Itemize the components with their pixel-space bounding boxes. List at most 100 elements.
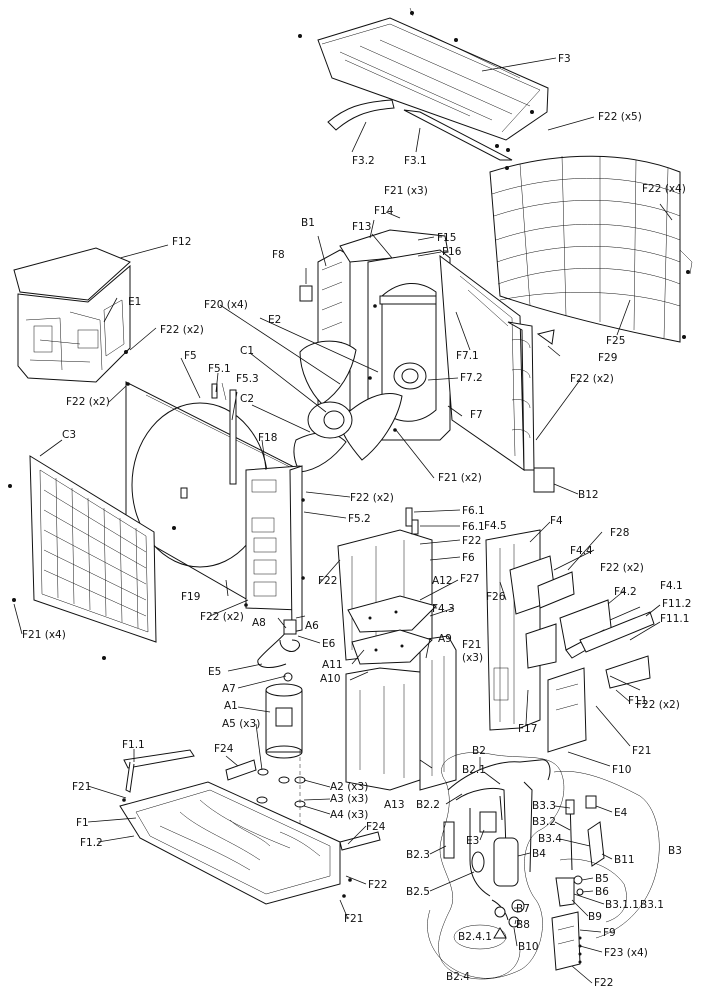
label-F22-x2-b: F22 (x2) <box>570 373 614 385</box>
fan-propeller <box>293 340 403 473</box>
label-F4.4: F4.4 <box>570 545 593 557</box>
label-B2.4: B2.4 <box>446 971 470 983</box>
label-F26: F26 <box>486 591 506 603</box>
label-F25: F25 <box>606 335 625 347</box>
label-F14: F14 <box>374 205 394 217</box>
top-cover-panel <box>298 7 549 161</box>
label-F22-x2-c: F22 (x2) <box>66 396 110 408</box>
label-F21-c: F21 <box>72 781 91 793</box>
label-E5: E5 <box>208 666 221 678</box>
label-E1: E1 <box>128 296 141 308</box>
label-F8: F8 <box>272 249 285 261</box>
label-F22-b: F22 <box>318 575 337 587</box>
label-F22-d: F22 <box>594 977 613 989</box>
label-F6: F6 <box>462 552 475 564</box>
label-F10: F10 <box>612 764 631 776</box>
label-F11.1: F11.1 <box>660 613 689 625</box>
label-A4-x3: A4 (x3) <box>330 809 368 821</box>
label-F21-b: F21 <box>632 745 651 757</box>
label-F5.1: F5.1 <box>208 363 231 375</box>
label-F7.2: F7.2 <box>460 372 483 384</box>
label-B8: B8 <box>516 919 530 931</box>
label-F22-a: F22 <box>462 535 481 547</box>
label-F4.3: F4.3 <box>432 603 455 615</box>
label-F21-a: F21 <box>462 639 481 651</box>
warning-triangle-icon <box>453 924 507 950</box>
label-E6: E6 <box>322 638 336 650</box>
label-B6: B6 <box>595 886 609 898</box>
label-B2: B2 <box>472 745 486 757</box>
label-A7: A7 <box>222 683 236 695</box>
label-B2.1: B2.1 <box>462 764 486 776</box>
label-F17: F17 <box>518 723 537 735</box>
label-B1: B1 <box>301 217 315 229</box>
label-B11: B11 <box>614 854 635 866</box>
label-F18: F18 <box>258 432 277 444</box>
label-F16: F16 <box>442 246 462 258</box>
label-A13: A13 <box>384 799 405 811</box>
label-F11: F11 <box>628 695 647 707</box>
compressor-enclosure <box>345 595 457 791</box>
label-F22-x2-d: F22 (x2) <box>350 492 394 504</box>
label-E4: E4 <box>614 807 628 819</box>
label-F28: F28 <box>610 527 629 539</box>
label-B12: B12 <box>578 489 599 501</box>
label-C3: C3 <box>62 429 76 441</box>
label-F15: F15 <box>437 232 456 244</box>
label-F1: F1 <box>76 817 89 829</box>
label-F3.2: F3.2 <box>352 155 375 167</box>
label-F6.1-a: F6.1 <box>462 505 485 517</box>
grouping-outlines <box>427 752 660 980</box>
label-F5.2: F5.2 <box>348 513 371 525</box>
label-F21-x2: F21 (x2) <box>438 472 482 484</box>
label-F22-x4: F22 (x4) <box>642 183 686 195</box>
label-A11: A11 <box>322 659 343 671</box>
base-pan <box>119 749 381 905</box>
label-A9: A9 <box>438 633 452 645</box>
label-A6: A6 <box>305 620 319 632</box>
label-F22-x2-e: F22 (x2) <box>600 562 644 574</box>
label-F11.2: F11.2 <box>662 598 691 610</box>
label-F20-x4: F20 (x4) <box>204 299 248 311</box>
label-F1.2: F1.2 <box>80 837 103 849</box>
label-F3: F3 <box>558 53 571 65</box>
label-F23-x4: F23 (x4) <box>604 947 648 959</box>
label-E3: E3 <box>466 835 479 847</box>
label-B2.2: B2.2 <box>416 799 440 811</box>
label-B10: B10 <box>518 941 539 953</box>
label-F5.3: F5.3 <box>236 373 259 385</box>
label-B4: B4 <box>532 848 546 860</box>
label-F19: F19 <box>181 591 200 603</box>
label-B5: B5 <box>595 873 609 885</box>
label-B3.1: B3.1 <box>640 899 664 911</box>
label-A8: A8 <box>252 617 266 629</box>
label-B3.4: B3.4 <box>538 833 562 845</box>
label-F22-x5: F22 (x5) <box>598 111 642 123</box>
label-x3: (x3) <box>462 652 483 664</box>
front-panel <box>125 381 305 633</box>
label-B3.2: B3.2 <box>532 816 556 828</box>
label-F29: F29 <box>598 352 617 364</box>
label-B3: B3 <box>668 845 682 857</box>
compressor <box>256 639 306 838</box>
label-B2.3: B2.3 <box>406 849 430 861</box>
label-A2-x3: A2 (x3) <box>330 781 368 793</box>
label-F22-c: F22 <box>368 879 387 891</box>
label-A10: A10 <box>320 673 341 685</box>
label-F7: F7 <box>470 409 483 421</box>
terminal-block <box>283 619 297 635</box>
label-B3.3: B3.3 <box>532 800 556 812</box>
label-F13: F13 <box>352 221 371 233</box>
label-A1: A1 <box>224 700 238 712</box>
label-F4.1: F4.1 <box>660 580 683 592</box>
leader-lines <box>13 57 673 984</box>
label-F7.1: F7.1 <box>456 350 479 362</box>
label-F22-x2-a: F22 (x2) <box>160 324 204 336</box>
label-F4: F4 <box>550 515 563 527</box>
sensor-cable <box>257 629 289 668</box>
label-F24-b: F24 <box>366 821 386 833</box>
label-F1.1: F1.1 <box>122 739 145 751</box>
label-F22-x2-g: F22 (x2) <box>636 699 680 711</box>
label-E2: E2 <box>268 314 281 326</box>
